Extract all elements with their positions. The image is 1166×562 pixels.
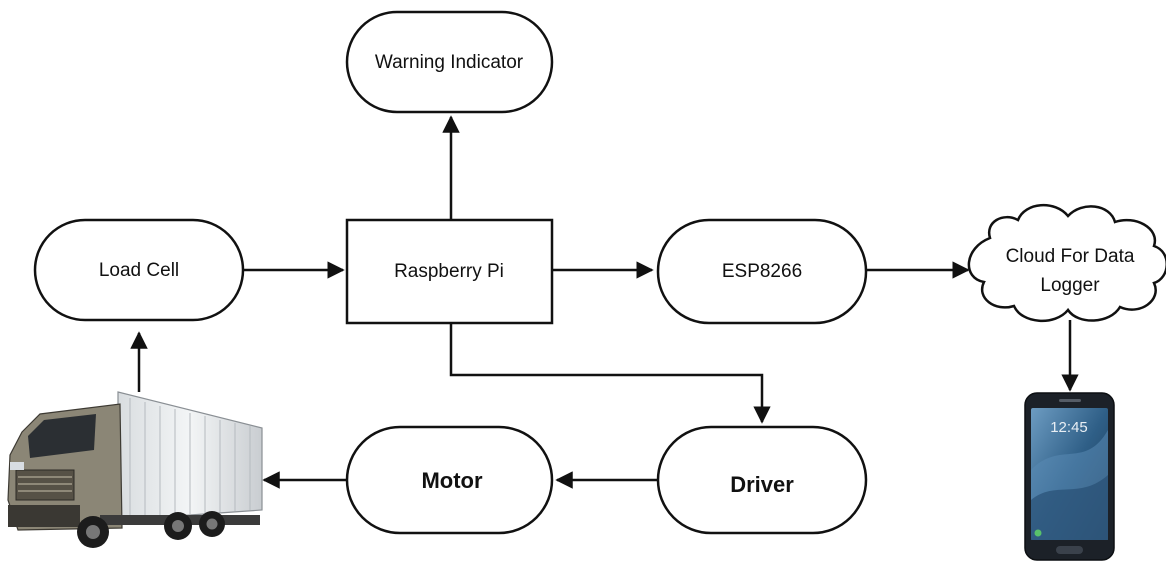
warning-indicator-label: Warning Indicator (375, 52, 524, 73)
truck-windshield (28, 414, 96, 458)
esp8266-node: ESP8266 (656, 218, 868, 325)
phone-call-icon (1034, 529, 1042, 537)
motor-label: Motor (421, 468, 483, 493)
esp8266-label: ESP8266 (722, 261, 802, 282)
motor-node: Motor (345, 425, 554, 535)
driver-node: Driver (656, 425, 868, 535)
load-cell-label: Load Cell (99, 260, 179, 281)
raspberry-pi-label: Raspberry Pi (394, 261, 504, 282)
truck-grille (15, 469, 75, 501)
cloud-label-line2: Logger (1040, 275, 1100, 296)
driver-label: Driver (730, 472, 794, 497)
load-cell-node: Load Cell (33, 218, 245, 322)
truck-bumper (8, 505, 80, 527)
edge-raspberry-pi-to-driver (449, 323, 771, 424)
phone-speaker (1059, 399, 1081, 402)
phone-clock: 12:45 (1050, 419, 1088, 436)
cloud-node: Cloud For Data Logger (967, 203, 1166, 323)
phone-home-button (1056, 546, 1083, 554)
phone-image: 12:45 (1024, 392, 1115, 561)
truck-image (7, 391, 263, 548)
truck-headlight (10, 462, 24, 470)
warning-indicator-node: Warning Indicator (345, 10, 554, 114)
cloud-label-line1: Cloud For Data (1006, 246, 1135, 267)
raspberry-pi-node: Raspberry Pi (345, 218, 554, 325)
